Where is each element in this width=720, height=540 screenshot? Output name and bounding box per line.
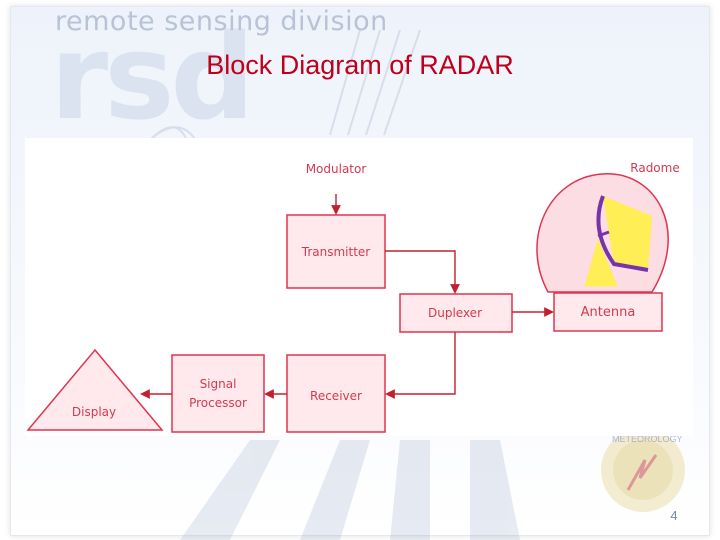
display-label: Display	[72, 405, 116, 419]
modulator-block: Modulator	[286, 141, 386, 195]
arrow-duplexer-receiver	[385, 332, 456, 399]
connector-arrows	[140, 194, 554, 399]
arrow-transmitter-duplexer	[385, 250, 460, 294]
logo-text: remote sensing division	[55, 6, 388, 37]
receiver-label: Receiver	[310, 389, 362, 403]
antenna-label: Antenna	[581, 305, 636, 320]
transmitter-label: Transmitter	[301, 245, 371, 259]
modulator-label: Modulator	[306, 162, 367, 176]
duplexer-block: Duplexer	[399, 293, 513, 333]
signal-processor-block: Signal Processor	[171, 354, 265, 433]
svg-text:METEOROLOGY: METEOROLOGY	[612, 434, 683, 444]
signal-processor-label-line2: Processor	[189, 396, 247, 410]
antenna-dish-icon	[584, 195, 652, 287]
watermark-logo: rsd	[50, 8, 255, 146]
signal-processor-label-line1: Signal	[200, 377, 237, 391]
duplexer-label: Duplexer	[428, 306, 482, 320]
page-number: 4	[670, 508, 678, 523]
slide-title: Block Diagram of RADAR	[206, 50, 514, 80]
transmitter-block: Transmitter	[286, 214, 386, 289]
radome-label: Radome	[630, 161, 679, 175]
display-block: Display	[26, 348, 164, 431]
receiver-block: Receiver	[286, 354, 386, 433]
antenna-block: Antenna	[553, 292, 663, 332]
